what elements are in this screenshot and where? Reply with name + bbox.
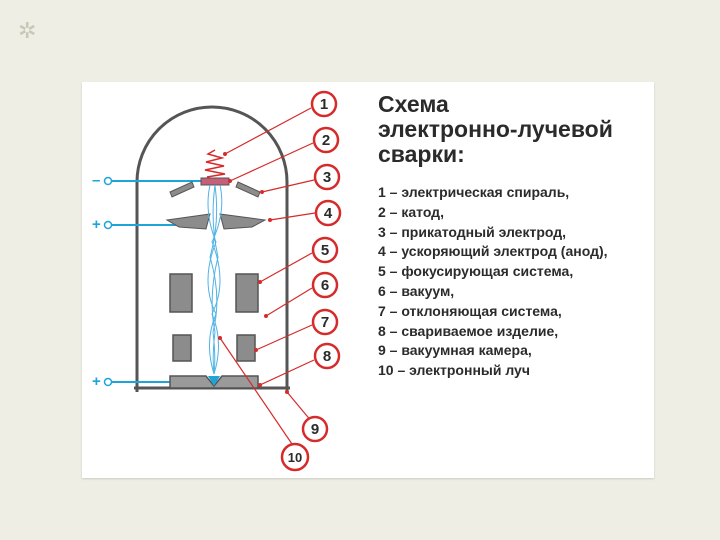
callout-number: 1 [320, 96, 328, 113]
cathode-terminal [103, 176, 113, 186]
anode [219, 213, 267, 230]
callout-number: 7 [321, 314, 329, 331]
near-cathode-electrode [169, 181, 195, 198]
callout-number: 2 [322, 132, 330, 149]
legend-item: 5 – фокусирующая система, [378, 263, 574, 280]
callout-number: 10 [288, 450, 302, 465]
diagram: – + + [92, 90, 342, 472]
legend-item: 2 – катод, [378, 203, 444, 220]
callout-6: 6 [311, 271, 339, 299]
callout-4: 4 [314, 199, 342, 227]
callout-10: 10 [280, 442, 310, 472]
callout-5: 5 [311, 236, 339, 264]
callout-number: 8 [323, 348, 331, 365]
legend-item: 6 – вакуум, [378, 282, 455, 299]
slide-bullet-icon: ✲ [18, 18, 37, 43]
title-line: электронно-лучевой [378, 116, 613, 142]
callout-number: 9 [311, 421, 319, 438]
anode [165, 213, 211, 230]
diagram-title: Схема электронно-лучевой сварки: [378, 92, 613, 167]
terminal-sign: – [92, 172, 100, 189]
callout-8: 8 [313, 342, 341, 370]
callout-number: 5 [321, 242, 329, 259]
deflecting-system [172, 334, 192, 362]
callout-1: 1 [310, 90, 338, 118]
legend-item: 4 – ускоряющий электрод (анод), [378, 243, 608, 260]
leader-arrowheads [218, 152, 289, 394]
callout-leaders [219, 107, 316, 445]
legend-item: 10 – электронный луч [378, 362, 530, 379]
focusing-system [235, 273, 259, 313]
legend-item: 1 – электрическая спираль, [378, 184, 570, 200]
electric-spiral [204, 149, 226, 178]
near-cathode-electrode [235, 181, 261, 198]
title-line: Схема [378, 91, 449, 117]
callout-number: 6 [321, 277, 329, 294]
title-line: сварки: [378, 141, 465, 167]
callout-number: 4 [324, 205, 333, 222]
legend-item: 7 – отклоняющая система, [378, 302, 562, 319]
legend-list: 1 – электрическая спираль, 2 – катод, 3 … [378, 183, 608, 381]
callout-2: 2 [312, 126, 340, 154]
legend-item: 9 – вакуумная камера, [378, 342, 532, 359]
callout-number: 3 [323, 169, 331, 186]
deflecting-system [236, 334, 256, 362]
slide-card: – + + [82, 82, 654, 478]
beam-focus-point [208, 376, 220, 386]
callout-9: 9 [301, 415, 329, 443]
workpiece-terminal [103, 377, 113, 387]
focusing-system [169, 273, 193, 313]
electron-beam [207, 184, 223, 375]
legend-item: 3 – прикатодный электрод, [378, 223, 567, 240]
callout-3: 3 [313, 163, 341, 191]
legend-item: 8 – свариваемое изделие, [378, 322, 559, 339]
workpiece [169, 375, 259, 389]
vacuum-chamber [135, 105, 289, 392]
callout-7: 7 [311, 308, 339, 336]
terminal-sign: + [92, 373, 101, 390]
anode-terminal [103, 220, 113, 230]
terminal-sign: + [92, 216, 101, 233]
cathode [200, 177, 230, 186]
